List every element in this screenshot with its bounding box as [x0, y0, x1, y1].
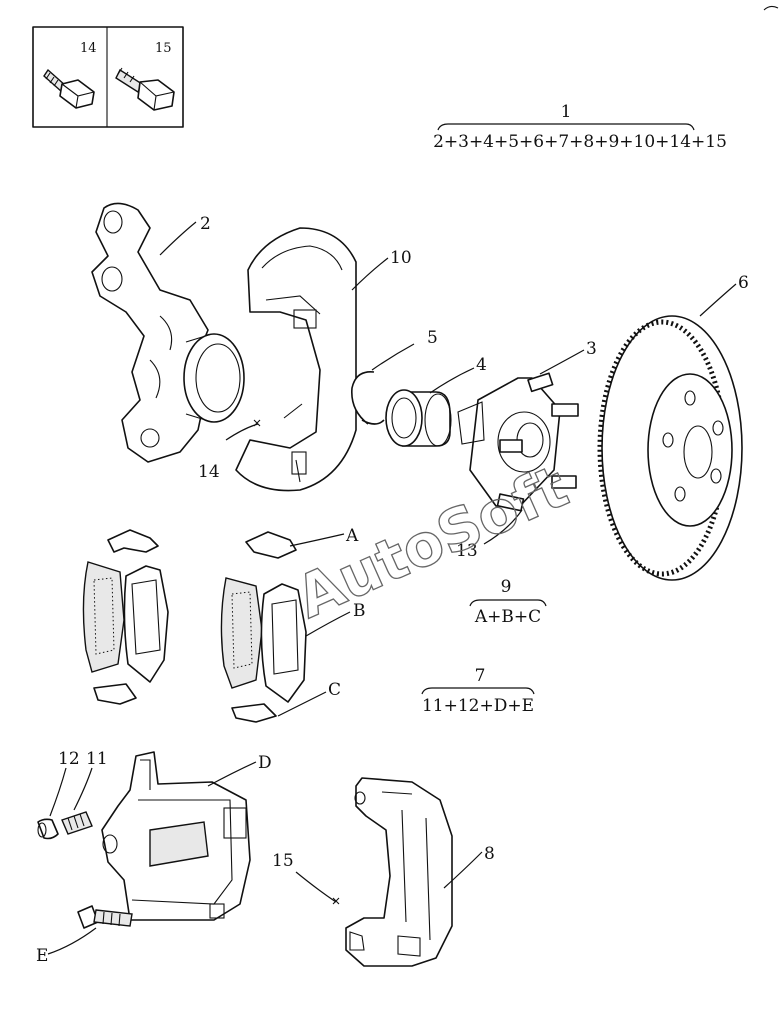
wheel-hub [457, 372, 579, 512]
knuckle-bore-outer [183, 333, 245, 423]
bolt-15-icon [115, 67, 175, 111]
leader-10 [351, 257, 389, 291]
leader-8 [443, 851, 483, 889]
snap-ring [351, 371, 385, 425]
caliper-bracket [345, 777, 453, 967]
label-6: 6 [738, 273, 749, 293]
caliper-bleed-port [102, 834, 118, 854]
callout-9-group: 9 A+B+C [469, 577, 547, 627]
bracket-body [345, 777, 453, 967]
shield-cutout-top [293, 309, 317, 329]
pad-right-outer [220, 577, 263, 689]
leader-A [289, 533, 345, 547]
hub-studs [496, 372, 579, 512]
label-10: 10 [390, 248, 412, 268]
brace-9 [469, 599, 547, 607]
brake-pad-set-right [220, 531, 307, 723]
formula-1: 2+3+4+5+6+7+8+9+10+14+15 [433, 132, 727, 152]
bearing-face-back [424, 393, 452, 447]
label-13: 13 [456, 541, 478, 561]
leader-11 [73, 767, 93, 811]
shield-cutout-bottom [291, 451, 307, 475]
brake-disc [597, 315, 743, 581]
label-A: A [345, 526, 359, 546]
label-15: 15 [272, 851, 294, 871]
formula-9: A+B+C [474, 607, 541, 627]
pad-left-inner [123, 565, 169, 683]
inset-frame [32, 26, 184, 128]
pad-left-outer [82, 561, 125, 673]
brace-1 [437, 123, 695, 131]
label-7: 7 [475, 666, 486, 686]
leader-D [207, 761, 257, 787]
pad-clip-top-left [107, 529, 159, 553]
leader-B [305, 611, 351, 637]
bolt-14-icon [43, 68, 95, 109]
knuckle-lower-hole [140, 428, 160, 448]
leader-12 [49, 767, 67, 817]
knuckle-upper-hole [103, 210, 123, 234]
label-5: 5 [427, 328, 438, 348]
bleeder-screw [61, 811, 93, 835]
brake-pad-set-left [82, 529, 169, 705]
leader-3 [539, 349, 585, 375]
label-3: 3 [586, 339, 597, 359]
knuckle-bore-inner [195, 343, 241, 413]
label-14: 14 [198, 462, 220, 482]
brake-caliper [101, 751, 251, 921]
caliper-piston-housing [149, 821, 209, 867]
corner-mark [763, 5, 779, 11]
dust-shield-plate [235, 227, 357, 492]
knuckle-body [91, 202, 209, 463]
bleeder-cap [37, 818, 59, 840]
label-4: 4 [476, 355, 487, 375]
knuckle-mid-hole [101, 266, 123, 292]
label-2: 2 [200, 214, 211, 234]
label-9: 9 [501, 577, 512, 597]
label-11: 11 [86, 749, 108, 769]
wheel-bearing [385, 389, 452, 447]
brace-7 [421, 687, 535, 695]
disc-center-bore [683, 425, 713, 479]
leader-6 [699, 283, 737, 317]
leader-2 [159, 221, 197, 256]
pad-clip-bottom-right [231, 703, 277, 723]
label-C: C [328, 680, 341, 700]
leader-4 [429, 367, 475, 394]
label-E: E [36, 946, 48, 966]
pad-clip-top-right [245, 531, 297, 559]
bolt-inset-box: 14 15 [32, 26, 184, 128]
leader-15-bracket [295, 871, 337, 903]
callout-7-group: 7 11+12+D+E [421, 666, 535, 716]
disc-hat [647, 373, 733, 527]
pad-clip-bottom-left [93, 683, 137, 705]
label-inset-15: 15 [155, 41, 172, 56]
label-12: 12 [58, 749, 80, 769]
callout-1-group: 1 2+3+4+5+6+7+8+9+10+14+15 [433, 102, 727, 152]
formula-7: 11+12+D+E [422, 696, 534, 716]
hub-center [497, 411, 551, 473]
label-1: 1 [561, 102, 572, 122]
leader-C [277, 691, 327, 717]
watermark: AutoSoft [286, 452, 577, 631]
label-8: 8 [484, 844, 495, 864]
dust-shield [235, 227, 357, 492]
label-D: D [258, 753, 272, 773]
steering-knuckle [91, 202, 245, 463]
leader-14-shield [225, 423, 259, 441]
leader-13 [483, 509, 523, 545]
caliper-guide-bolt [77, 905, 133, 929]
leader-5 [371, 343, 415, 371]
label-B: B [353, 601, 366, 621]
label-inset-14: 14 [80, 41, 97, 56]
leader-E [47, 927, 97, 955]
